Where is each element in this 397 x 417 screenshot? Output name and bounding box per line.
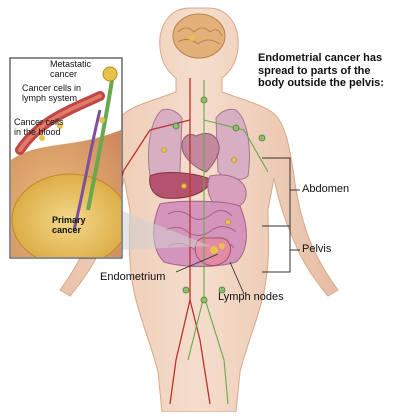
label-metastatic-cancer: Metastatic cancer [50, 60, 91, 79]
label-abdomen: Abdomen [302, 184, 349, 196]
label-lymph-nodes: Lymph nodes [218, 292, 284, 304]
label-pelvis: Pelvis [302, 244, 331, 256]
heading-line: body outside the pelvis: [258, 77, 397, 90]
heading-line: Endometrial cancer has [258, 52, 397, 65]
diagram-heading: Endometrial cancer has spread to parts o… [258, 52, 397, 90]
brain [173, 14, 225, 58]
label-endometrium: Endometrium [100, 272, 165, 284]
label-blood-cells: Cancer cells in the blood [14, 118, 64, 137]
label-lymph-cells: Cancer cells in lymph system [22, 84, 81, 103]
label-primary-cancer: Primary cancer [52, 216, 86, 235]
heading-line: spread to parts of the [258, 65, 397, 78]
